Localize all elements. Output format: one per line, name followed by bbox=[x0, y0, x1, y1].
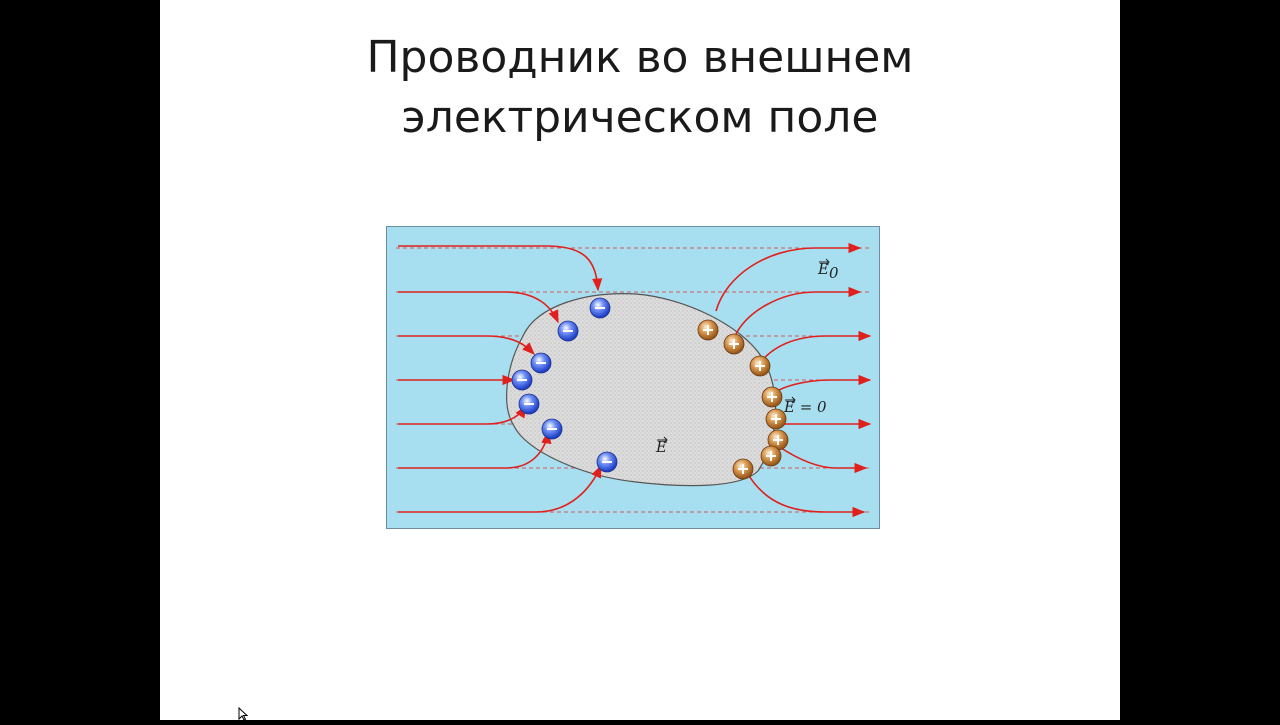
negative-charge bbox=[518, 393, 540, 415]
positive-charges bbox=[697, 319, 789, 480]
slide-title: Проводник во внешнем электрическом поле bbox=[160, 28, 1120, 148]
positive-charge bbox=[723, 333, 745, 355]
field-label-e-zero: E = 0 bbox=[783, 396, 827, 416]
negative-charge bbox=[511, 369, 533, 391]
mouse-cursor-icon bbox=[238, 706, 249, 725]
label-e-center: E = 0 bbox=[783, 398, 827, 416]
negative-charge bbox=[596, 451, 618, 473]
conductor-field-diagram: E 0 E E E = 0 bbox=[386, 226, 880, 529]
positive-charge bbox=[760, 445, 782, 467]
negative-charges bbox=[511, 297, 618, 473]
negative-charge bbox=[530, 352, 552, 374]
negative-charge bbox=[557, 320, 579, 342]
label-e-bottom: E bbox=[655, 438, 667, 456]
slide: Проводник во внешнем электрическом поле bbox=[160, 0, 1120, 721]
positive-charge bbox=[761, 386, 783, 408]
title-line-2: электрическом поле bbox=[401, 92, 879, 143]
field-label-e0: E 0 bbox=[817, 258, 839, 282]
positive-charge bbox=[749, 355, 771, 377]
title-line-1: Проводник во внешнем bbox=[366, 32, 914, 83]
positive-charge bbox=[732, 458, 754, 480]
positive-charge bbox=[767, 429, 789, 451]
positive-charge bbox=[697, 319, 719, 341]
positive-charge bbox=[765, 408, 787, 430]
label-e0-sub: 0 bbox=[829, 264, 839, 282]
negative-charge bbox=[589, 297, 611, 319]
label-e0: E bbox=[817, 260, 829, 278]
field-label-e-left: E bbox=[655, 436, 668, 456]
conductor-body bbox=[506, 293, 777, 487]
negative-charge bbox=[541, 418, 563, 440]
